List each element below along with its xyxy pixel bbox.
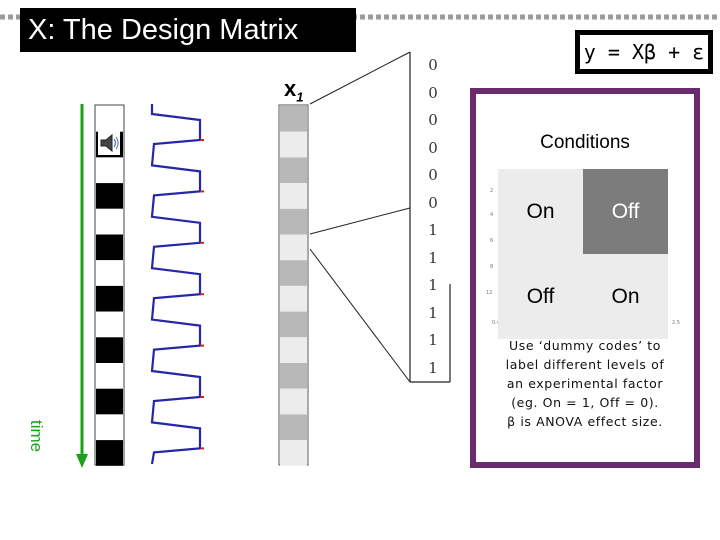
- stimulus-block: [96, 337, 123, 363]
- dummy-code-note: Use ‘dummy codes’ to label different lev…: [484, 336, 686, 431]
- stimulus-timeline: [94, 104, 125, 466]
- design-value: 1: [428, 221, 438, 239]
- design-block: [280, 285, 307, 312]
- mini-tick: 0.4: [492, 320, 500, 326]
- design-matrix-column: [278, 104, 309, 466]
- stimulus-block: [96, 106, 123, 132]
- condition-cell: Off: [498, 254, 583, 339]
- design-value: 1: [428, 358, 438, 377]
- note-line: β is ANOVA effect size.: [507, 414, 663, 429]
- design-value: 1: [428, 303, 438, 322]
- design-block: [280, 183, 307, 209]
- design-block: [280, 234, 307, 261]
- design-value: 0: [428, 83, 438, 102]
- design-block: [280, 260, 307, 286]
- stimulus-block: [96, 208, 123, 235]
- regressor-base: x: [284, 76, 297, 101]
- design-value: 0: [428, 193, 438, 212]
- note-line: Use ‘dummy codes’ to: [508, 338, 662, 353]
- mini-tick: 2.5: [672, 320, 680, 326]
- stimulus-block: [96, 260, 123, 286]
- speaker-icon: [98, 131, 120, 155]
- stimulus-block: [96, 234, 123, 261]
- glm-equation: y = Xβ + ε: [580, 35, 708, 69]
- design-block: [280, 414, 307, 441]
- regressor-subscript: 1: [296, 89, 304, 105]
- time-axis-label: time: [27, 420, 46, 453]
- mini-tick: 6: [490, 238, 494, 244]
- stimulus-block: [96, 414, 123, 441]
- mini-tick: 8: [490, 264, 494, 270]
- convolved-signal: [150, 104, 204, 465]
- slide-title: X: The Design Matrix: [20, 8, 356, 52]
- design-block: [280, 106, 307, 132]
- stimulus-block: [96, 388, 123, 415]
- design-value: 0: [428, 56, 438, 74]
- condition-cell: Off: [583, 169, 668, 254]
- conditions-panel: Conditions Design matrix for two conditi…: [470, 88, 700, 468]
- time-arrow: [76, 104, 88, 468]
- note-line: label different levels of: [505, 357, 665, 372]
- design-value: 0: [428, 166, 438, 184]
- cell-label: On: [526, 200, 555, 223]
- condition-cell: On: [583, 254, 668, 339]
- equation-box: y = Xβ + ε: [575, 30, 713, 74]
- mini-tick: 12: [486, 290, 493, 296]
- cell-label: Off: [526, 285, 555, 308]
- conditions-title: Conditions: [540, 132, 630, 153]
- design-block: [280, 131, 307, 158]
- design-block: [280, 157, 307, 184]
- note-line: (eg. On = 1, Off = 0).: [511, 395, 659, 410]
- design-value: 0: [428, 138, 438, 157]
- design-value: 1: [428, 331, 438, 349]
- design-block: [280, 311, 307, 338]
- design-value: 1: [428, 248, 438, 267]
- design-block: [280, 208, 307, 235]
- signal-trace: [150, 104, 202, 465]
- mini-tick: 4: [490, 212, 494, 218]
- stimulus-block: [96, 440, 123, 466]
- design-block: [280, 388, 307, 415]
- zoom-connector: [309, 51, 451, 383]
- design-block: [280, 363, 307, 389]
- cell-label: On: [611, 285, 640, 308]
- regressor-label: x1: [284, 76, 303, 104]
- design-value: 1: [428, 276, 438, 294]
- stimulus-block: [96, 363, 123, 389]
- design-block: [280, 440, 307, 466]
- stimulus-block: [96, 285, 123, 312]
- condition-cell: On: [498, 169, 583, 254]
- mini-tick: 2: [490, 188, 494, 194]
- design-block: [280, 337, 307, 363]
- cell-label: Off: [611, 200, 640, 223]
- stimulus-block: [96, 311, 123, 338]
- stimulus-block: [96, 183, 123, 209]
- note-line: an experimental factor: [506, 376, 664, 391]
- stimulus-block: [96, 157, 123, 184]
- design-value: 0: [428, 111, 438, 129]
